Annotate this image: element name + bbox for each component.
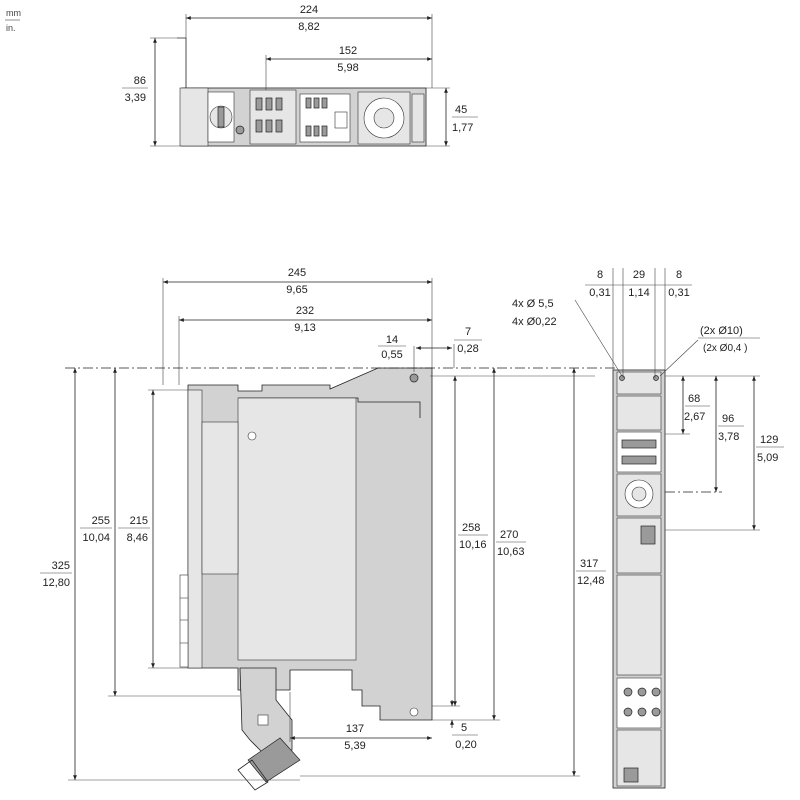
dim-258-mm: 258	[462, 522, 480, 534]
dim-245-mm: 245	[288, 267, 306, 279]
dim-270-in: 10,63	[497, 546, 525, 558]
dim-270-mm: 270	[500, 529, 518, 541]
dim-255-in: 10,04	[82, 532, 110, 544]
dim-68-in: 2,67	[684, 411, 705, 423]
unit-mm: mm	[6, 8, 21, 18]
dim-7-in: 0,28	[457, 343, 478, 355]
dim-317-in: 12,48	[577, 575, 605, 587]
dim-258-in: 10,16	[459, 539, 487, 551]
dim-29-mm: 29	[633, 269, 645, 281]
dim-224-in: 8,82	[298, 21, 319, 33]
dim-68-mm: 68	[688, 393, 700, 405]
dim-317-mm: 317	[580, 558, 598, 570]
holes2-label-in: (2x Ø0,4 )	[703, 343, 747, 354]
unit-in: in.	[6, 23, 16, 33]
dim-7-mm: 7	[465, 326, 471, 338]
dim-232-mm: 232	[296, 305, 314, 317]
dim-86-in: 3,39	[125, 92, 146, 104]
side-view: 245 9,65 232 9,13 14 0,55 7 0,28 325 12,…	[40, 267, 615, 791]
holes-label-in: 4x Ø0,22	[512, 316, 557, 328]
dim-96-mm: 96	[722, 413, 734, 425]
holes-label-mm: 4x Ø 5,5	[512, 298, 554, 310]
dim-232-in: 9,13	[294, 322, 315, 334]
dim-137-in: 5,39	[344, 740, 365, 752]
dim-255-mm: 255	[92, 515, 110, 527]
dim-5-in: 0,20	[455, 739, 476, 751]
dim-29-in: 1,14	[628, 287, 649, 299]
dim-215-in: 8,46	[127, 532, 148, 544]
dim-215-mm: 215	[130, 515, 148, 527]
dim-8-right-mm: 8	[676, 269, 682, 281]
units-legend: mm in.	[5, 8, 21, 33]
dim-45-in: 1,77	[452, 122, 473, 134]
dim-129-in: 5,09	[757, 452, 778, 464]
dim-14-in: 0,55	[381, 349, 402, 361]
dim-245-in: 9,65	[286, 284, 307, 296]
top-view: 224 8,82 152 5,98 86 3,39 45 1,77	[122, 4, 478, 147]
dim-86-mm: 86	[134, 75, 146, 87]
dim-96-in: 3,78	[718, 431, 739, 443]
dim-325-in: 12,80	[42, 577, 70, 589]
dim-8-left-mm: 8	[597, 269, 603, 281]
dim-129-mm: 129	[760, 434, 778, 446]
dim-14-mm: 14	[386, 334, 398, 346]
dim-5-mm: 5	[461, 722, 467, 734]
front-view: 8 0,31 29 1,14 8 0,31 4x Ø 5,5 4x Ø0,22 …	[512, 268, 784, 789]
dim-152-mm: 152	[339, 45, 357, 57]
dim-45-mm: 45	[455, 104, 467, 116]
holes2-label-mm: (2x Ø10)	[700, 325, 743, 337]
dim-8-left-in: 0,31	[589, 287, 610, 299]
dim-224-mm: 224	[300, 4, 318, 16]
dim-152-in: 5,98	[337, 62, 358, 74]
dim-137-mm: 137	[346, 723, 364, 735]
dim-8-right-in: 0,31	[668, 287, 689, 299]
dim-325-mm: 325	[52, 560, 70, 572]
